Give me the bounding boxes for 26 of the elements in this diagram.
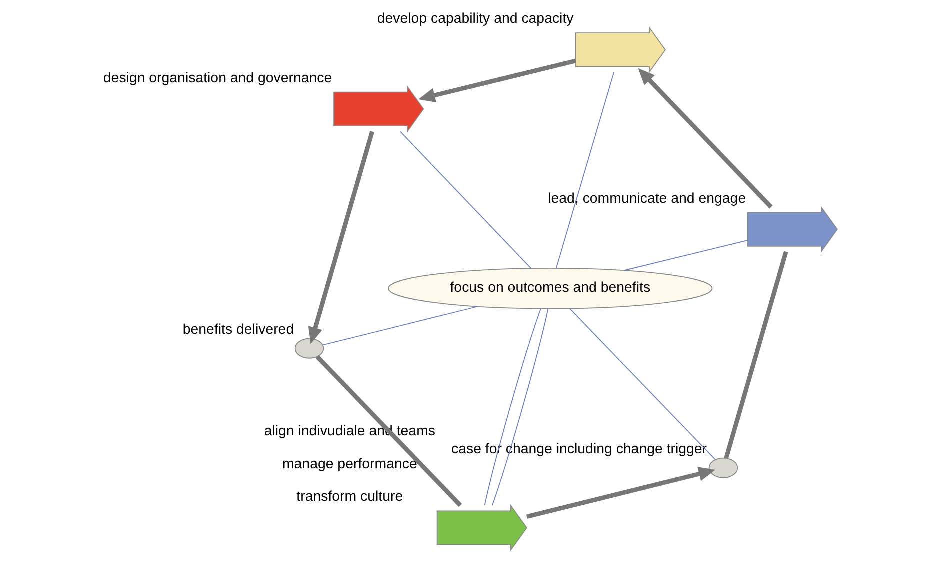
connector (322, 306, 479, 346)
connector (556, 72, 615, 269)
arrow (526, 467, 716, 520)
connector (569, 308, 716, 460)
node-circle (708, 458, 738, 478)
node-ellipse: focus on outcomes and benefits (388, 268, 713, 310)
node-label: lead, communicate and engage (548, 190, 746, 207)
node-arrow (334, 86, 424, 133)
node-label: benefits delivered (182, 322, 294, 338)
arrow (638, 68, 773, 209)
node-label: transform culture (296, 489, 404, 506)
connector (484, 308, 542, 506)
connector (724, 251, 788, 460)
node-label: design organisation and governance (103, 70, 332, 86)
arrow (418, 58, 576, 103)
connector (316, 355, 462, 508)
connector (492, 308, 549, 506)
arrow (308, 131, 374, 344)
node-arrow (436, 504, 528, 552)
node-label: develop capability and capacity (377, 11, 574, 28)
connector (624, 240, 748, 272)
node-arrow (575, 26, 666, 74)
node-arrow (747, 206, 838, 254)
connector (400, 131, 532, 269)
node-circle (294, 338, 324, 359)
node-label: manage performance (282, 456, 418, 472)
